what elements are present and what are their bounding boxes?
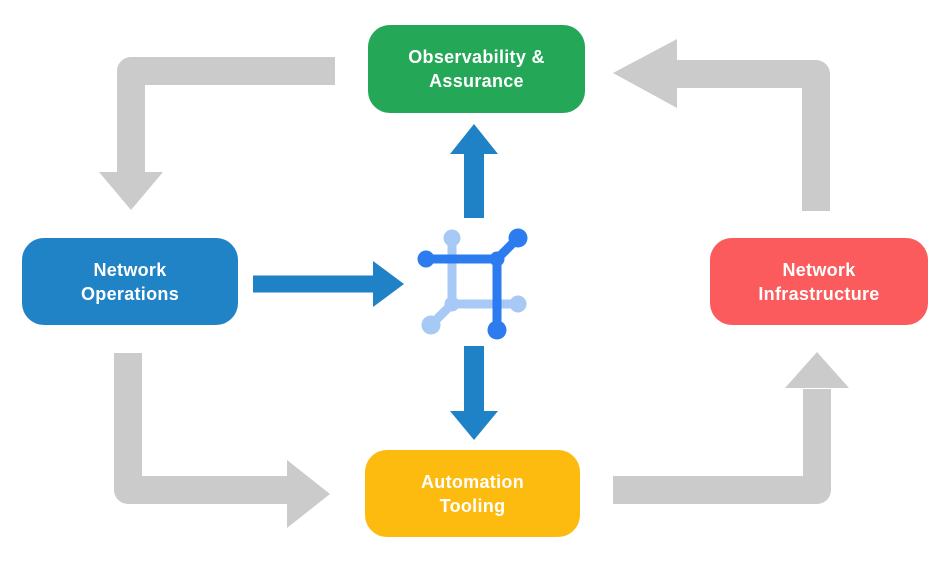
cycle-arrow-top-left-head xyxy=(99,172,163,210)
flow-arrow-center-to-automation xyxy=(450,346,498,440)
icon-dark-corner-node xyxy=(489,251,505,267)
cycle-arrow-bottom-left-elbow xyxy=(114,353,287,504)
node-observability-label-line1: Observability & xyxy=(408,47,545,67)
cycle-arrow-observability-to-operations xyxy=(99,57,335,210)
node-automation-tooling: Automation Tooling xyxy=(365,450,580,537)
flow-arrow-operations-to-center xyxy=(253,261,404,307)
icon-dark-top-right-node xyxy=(508,228,528,248)
node-automation-label-line2: Tooling xyxy=(439,495,506,516)
icon-light-top-node xyxy=(443,229,461,247)
node-observability-label-line2: Assurance xyxy=(429,71,524,91)
cycle-arrow-top-right-elbow xyxy=(677,60,830,211)
node-infrastructure-label-line1: Network xyxy=(782,259,856,280)
cycle-arrow-bottom-right-head xyxy=(785,352,849,388)
cycle-arrow-bottom-right-elbow xyxy=(613,389,831,504)
node-infrastructure-label-line2: Infrastructure xyxy=(758,283,880,304)
network-automation-icon xyxy=(417,228,528,340)
node-network-operations: Network Operations xyxy=(22,238,238,325)
icon-light-corner-node xyxy=(444,296,460,312)
cycle-arrow-infrastructure-to-observability xyxy=(613,39,830,211)
cycle-arrow-operations-to-automation xyxy=(114,353,330,528)
flow-arrow-up-head xyxy=(450,124,498,154)
node-operations-label-line2: Operations xyxy=(80,283,180,304)
flow-arrow-down-head xyxy=(450,411,498,440)
icon-light-bottom-left-node xyxy=(421,315,441,335)
icon-light-right-node xyxy=(509,295,527,313)
node-automation-label-line1: Automation xyxy=(421,471,524,492)
icon-dark-bottom-node xyxy=(487,320,507,340)
cycle-arrow-top-right-head xyxy=(613,39,677,108)
flow-arrow-right-head xyxy=(373,261,404,307)
node-observability-assurance: Observability & Assurance xyxy=(368,25,585,113)
node-network-infrastructure: Network Infrastructure xyxy=(710,238,928,325)
cycle-arrow-automation-to-infrastructure xyxy=(613,352,849,504)
node-operations-label-line1: Network xyxy=(93,259,167,280)
flow-arrow-center-to-observability xyxy=(450,124,498,218)
icon-dark-left-node xyxy=(417,250,435,268)
cycle-arrow-bottom-left-head xyxy=(287,460,330,528)
cycle-arrow-top-left-elbow xyxy=(117,57,335,172)
